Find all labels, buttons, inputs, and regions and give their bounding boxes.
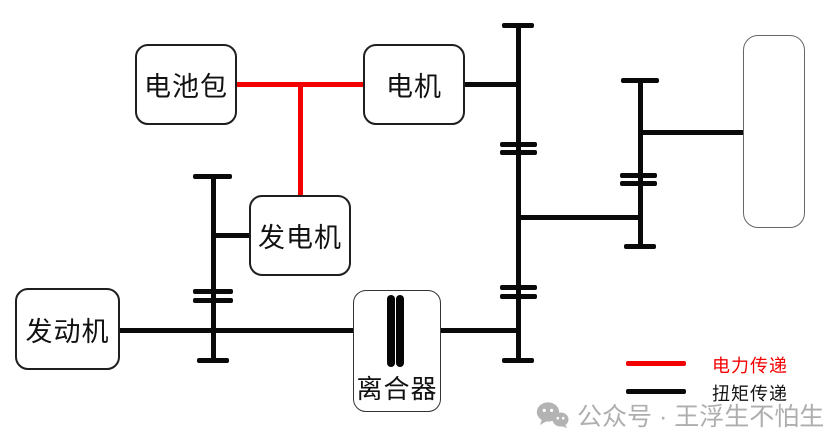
clutch-label: 离合器 xyxy=(356,375,438,404)
battery-pack-label: 电池包 xyxy=(144,72,228,102)
watermark: 公众号 · 王浮生不怕生 xyxy=(536,397,824,433)
left-gear-bottom-cap xyxy=(197,358,229,363)
motor-to-shaft-torque-line xyxy=(463,82,518,87)
engine-label: 发动机 xyxy=(25,316,110,347)
watermark-text: 公众号 · 王浮生不怕生 xyxy=(577,403,825,431)
wechat-icon xyxy=(536,401,569,429)
motor-label: 电机 xyxy=(386,72,442,102)
left-gear-shaft xyxy=(211,176,216,362)
center-shaft-top-cap xyxy=(502,23,534,28)
right-gear-top-cap xyxy=(621,78,659,83)
battery-pack-node: 电池包 xyxy=(135,44,237,125)
right-gear-shaft xyxy=(638,80,643,248)
right-gear-bottom-cap xyxy=(624,244,656,249)
gear-to-wheel-torque-line xyxy=(640,130,744,135)
clutch-plate-left xyxy=(387,295,395,367)
legend-power-line-swatch xyxy=(626,361,686,366)
shaft-to-right-gear-torque-line xyxy=(518,215,640,220)
center-lower-mesh-bar-b xyxy=(500,294,537,299)
engine-to-shaft-torque-line xyxy=(118,328,518,333)
center-shaft-bottom-cap xyxy=(502,358,534,363)
battery-to-generator-power-line xyxy=(298,82,303,195)
generator-to-gear-torque-line xyxy=(213,233,251,238)
right-gear-mesh-bar-lower xyxy=(620,181,657,186)
center-lower-mesh-bar-a xyxy=(500,285,537,290)
clutch-plate-right xyxy=(396,295,404,367)
center-upper-mesh-bar-a xyxy=(500,142,537,147)
center-gear-shaft xyxy=(516,25,521,363)
legend-torque-line-swatch xyxy=(626,389,686,394)
wheel-node xyxy=(743,35,805,228)
engine-node: 发动机 xyxy=(15,288,120,370)
legend-torque-label: 扭矩传递 xyxy=(712,384,788,404)
generator-node: 发电机 xyxy=(249,195,351,276)
motor-node: 电机 xyxy=(363,44,465,125)
left-gear-mesh-bar-lower xyxy=(193,298,233,303)
right-gear-mesh-bar-upper xyxy=(620,173,657,178)
left-gear-mesh-bar-upper xyxy=(193,289,233,294)
generator-label: 发电机 xyxy=(258,223,342,253)
center-upper-mesh-bar-b xyxy=(500,150,537,155)
left-gear-top-cap xyxy=(193,174,232,179)
legend-power-label: 电力传递 xyxy=(712,356,788,376)
